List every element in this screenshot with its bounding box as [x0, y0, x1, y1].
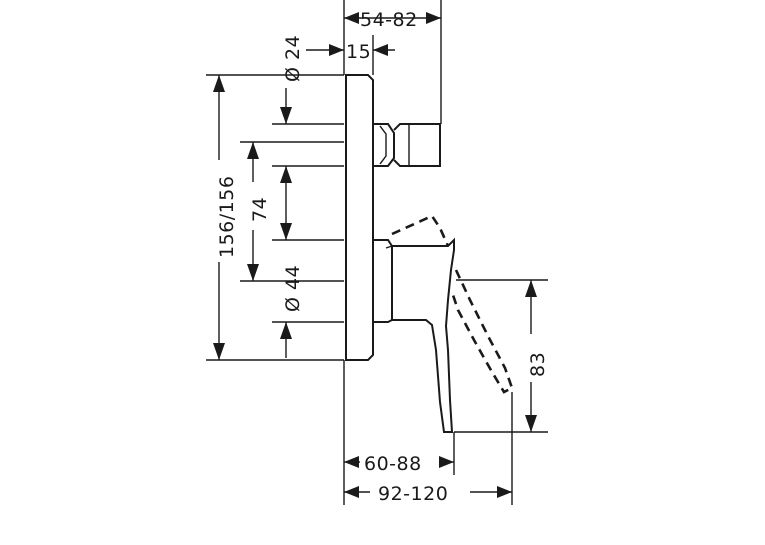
dimension-lever-reach: 92-120 — [344, 483, 512, 505]
diameter-mid-label: Ø 44 — [282, 265, 304, 312]
diameter-top-label: Ø 24 — [282, 35, 304, 82]
wall-plate — [345, 74, 374, 361]
diverter-knob — [374, 123, 441, 167]
dimension-height-total: 156/156 — [213, 75, 238, 360]
lever-reach-label: 92-120 — [378, 483, 448, 505]
spacing-label: 74 — [249, 197, 271, 222]
height-total-label: 156/156 — [216, 176, 238, 258]
dimension-diameter-mid: Ø 44 — [280, 200, 304, 358]
lever-handle — [374, 237, 455, 433]
dimension-lever-depth: 60-88 — [344, 453, 454, 475]
depth-range-label: 54-82 — [360, 9, 418, 31]
dimension-lever-height: 83 — [525, 280, 549, 432]
dimension-depth-range: 54-82 — [344, 9, 441, 31]
lever-height-label: 83 — [527, 352, 549, 377]
dimension-spacing: 74 — [247, 142, 271, 281]
dimension-plate-offset: 15 — [306, 41, 395, 63]
extension-lines — [206, 0, 548, 505]
plate-offset-label: 15 — [346, 41, 371, 63]
dimension-diameter-top: Ø 24 — [280, 35, 304, 200]
lever-alt-position-outline — [391, 214, 514, 394]
lever-depth-label: 60-88 — [364, 453, 422, 475]
